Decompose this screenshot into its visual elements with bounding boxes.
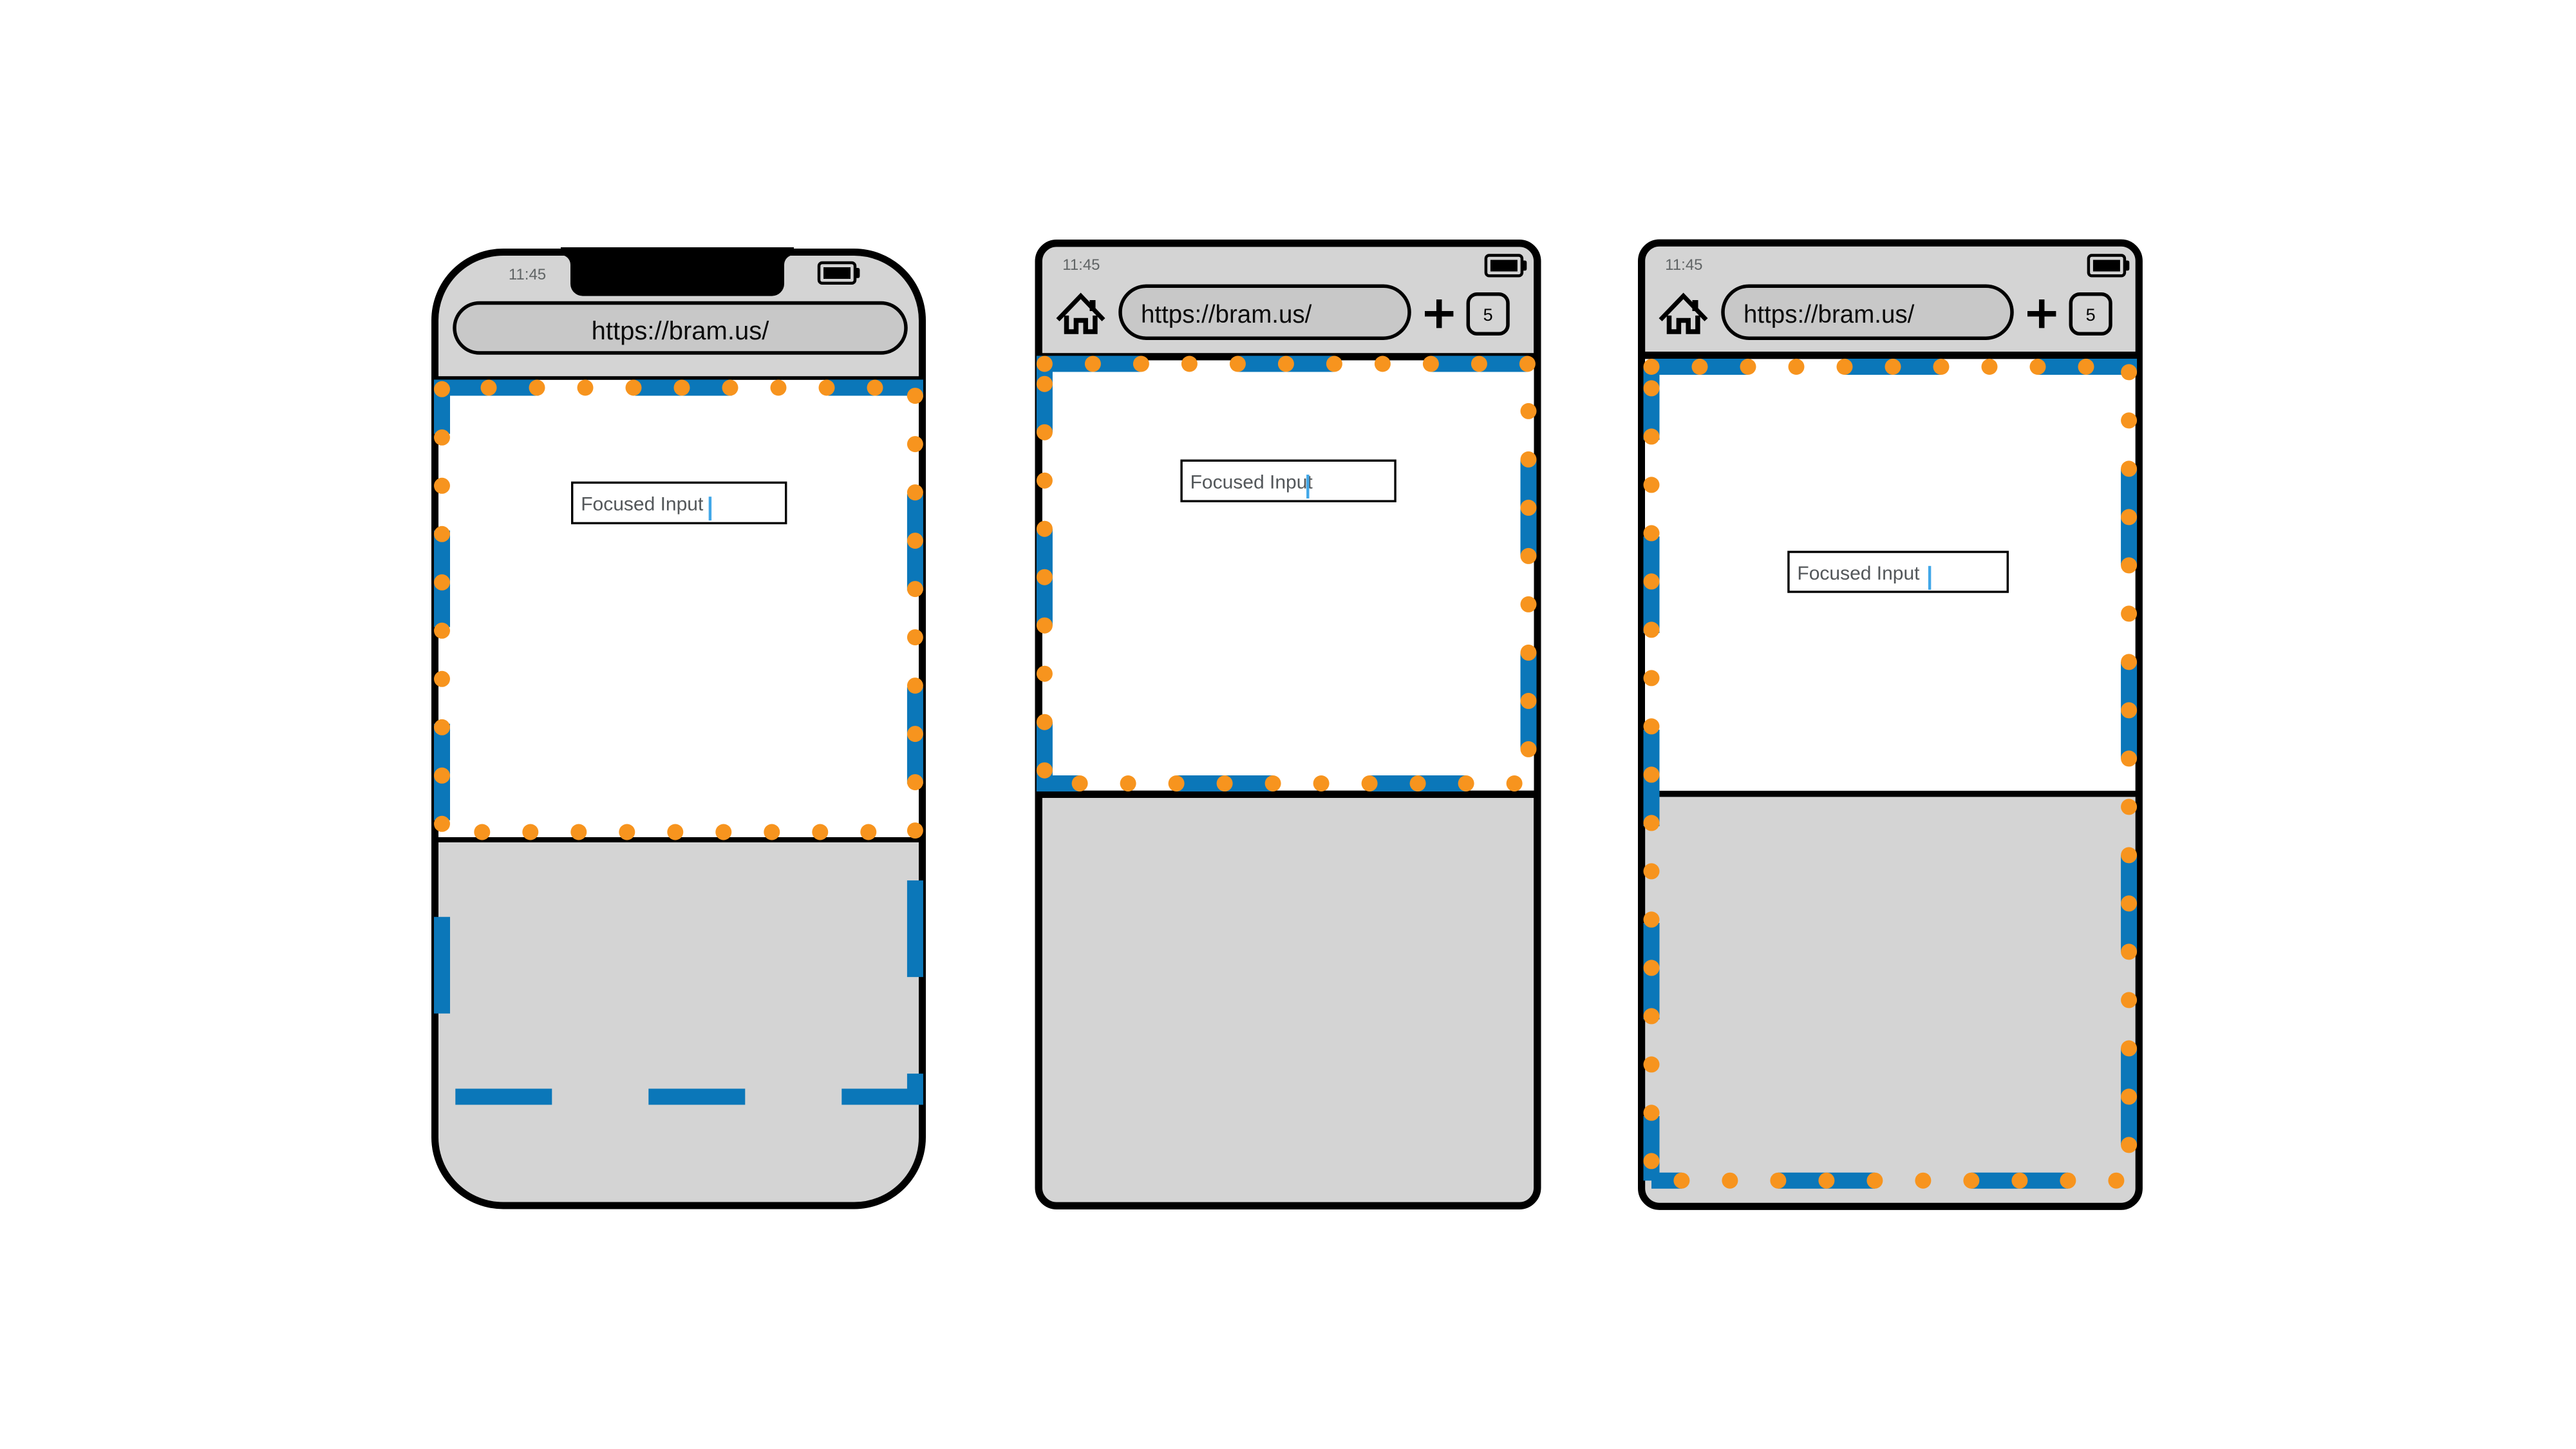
- svg-text:5: 5: [1483, 305, 1493, 325]
- svg-text:5: 5: [2086, 305, 2096, 325]
- svg-text:Focused Input: Focused Input: [581, 494, 704, 515]
- svg-text:https://bram.us/: https://bram.us/: [1744, 301, 1915, 328]
- svg-text:Focused Input: Focused Input: [1797, 563, 1920, 584]
- svg-text:https://bram.us/: https://bram.us/: [1141, 301, 1312, 328]
- svg-text:11:45: 11:45: [1062, 256, 1100, 274]
- svg-text:Focused Input: Focused Input: [1190, 471, 1313, 493]
- svg-text:11:45: 11:45: [509, 266, 546, 283]
- svg-text:11:45: 11:45: [1665, 256, 1702, 274]
- svg-text:https://bram.us/: https://bram.us/: [592, 317, 770, 345]
